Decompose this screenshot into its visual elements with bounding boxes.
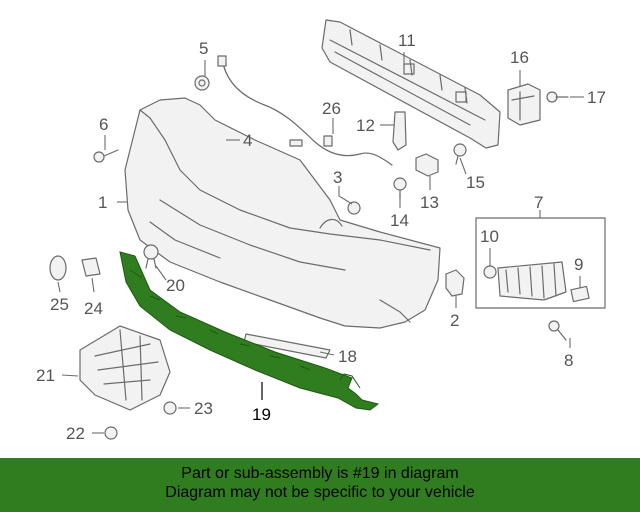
callout-11: 11 (398, 31, 416, 50)
part-24-pad[interactable] (81, 257, 101, 277)
callout-14: 14 (390, 211, 409, 230)
part-22-screw[interactable] (104, 426, 118, 440)
callout-23: 23 (194, 399, 213, 418)
callout-26: 26 (322, 99, 341, 118)
part-17-bolt[interactable] (546, 91, 569, 103)
leader-lines (57, 52, 584, 434)
callout-6: 6 (99, 115, 108, 134)
part-12-bracket[interactable] (392, 111, 407, 151)
callout-8: 8 (564, 351, 573, 370)
part-16-bracket[interactable] (507, 83, 541, 126)
callout-7: 7 (534, 193, 543, 212)
callout-19: 19 (252, 405, 271, 424)
part-9-reflector[interactable] (570, 285, 590, 303)
part-8-bolt[interactable] (548, 320, 567, 341)
callout-9: 9 (574, 255, 583, 274)
part-19-fill[interactable] (119, 251, 380, 411)
part-21-undercover[interactable] (79, 325, 171, 411)
banner-line-part: Part or sub-assembly is #19 in diagram (181, 465, 459, 482)
part-20-clip[interactable] (143, 244, 159, 269)
callout-1: 1 (98, 193, 107, 212)
callout-17: 17 (587, 88, 606, 107)
bumper-parts-diagram: 1 2 3 4 5 6 7 8 9 10 11 12 13 14 15 16 1… (36, 19, 606, 443)
callout-15: 15 (466, 173, 485, 192)
part-2-bracket[interactable] (445, 269, 465, 297)
callout-labels: 1 2 3 4 5 6 7 8 9 10 11 12 13 14 15 16 1… (36, 31, 606, 443)
part-5-sensor[interactable] (194, 75, 210, 91)
part-10-clip[interactable] (483, 265, 497, 279)
callout-25: 25 (50, 295, 69, 314)
part-11-absorber[interactable] (321, 19, 501, 149)
part-1-bumper-cover[interactable] (124, 97, 441, 329)
callout-21: 21 (36, 366, 55, 385)
callout-5: 5 (199, 39, 208, 58)
part-25-grommet[interactable] (49, 255, 67, 281)
part-6-bolt[interactable] (93, 149, 119, 163)
callout-20: 20 (166, 276, 185, 295)
part-26-harness[interactable] (217, 55, 393, 166)
part-3-clip[interactable] (347, 201, 361, 215)
part-19-lower-valance[interactable] (119, 251, 380, 411)
part-15-screw[interactable] (453, 143, 467, 165)
callout-2: 2 (450, 311, 459, 330)
banner-line-disclaimer: Diagram may not be specific to your vehi… (165, 484, 475, 501)
part-23-nut[interactable] (163, 401, 177, 415)
callout-16: 16 (510, 48, 529, 67)
callout-10: 10 (480, 227, 499, 246)
callout-13: 13 (420, 193, 439, 212)
callout-22: 22 (66, 424, 85, 443)
part-info-banner: Part or sub-assembly is #19 in diagram D… (0, 458, 640, 512)
callout-24: 24 (84, 299, 103, 318)
callout-4: 4 (243, 131, 252, 150)
part-13-clip[interactable] (415, 153, 439, 177)
callout-12: 12 (356, 116, 375, 135)
callout-18: 18 (338, 347, 357, 366)
callout-3: 3 (333, 168, 342, 187)
